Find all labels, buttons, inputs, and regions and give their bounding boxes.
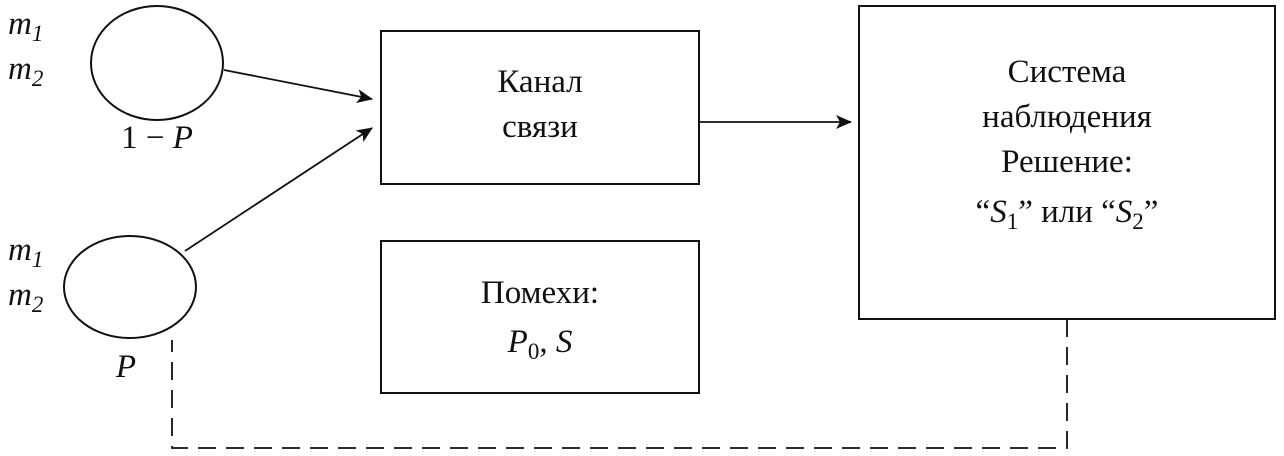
observer-box-line1: Система — [1008, 54, 1127, 90]
dashed-feedback-path — [171, 319, 1068, 449]
noise-box — [380, 240, 700, 394]
channel-box-line2: связи — [502, 109, 578, 145]
message-source-top-ellipse — [90, 5, 224, 121]
bottom-input-m1-label: m1 — [8, 232, 43, 272]
arrow-bottom-source-to-channel — [184, 127, 373, 252]
message-source-bottom-ellipse — [63, 235, 197, 339]
channel-box — [380, 30, 700, 185]
noise-box-params: P0, S — [507, 324, 573, 364]
top-input-m2-label: m2 — [8, 51, 43, 91]
observer-box-line2: наблюдения — [982, 99, 1152, 135]
top-input-m1-label: m1 — [8, 6, 43, 46]
bottom-input-m2-label: m2 — [8, 277, 43, 317]
channel-box-line1: Канал — [497, 64, 582, 100]
bottom-source-probability-label: P — [115, 349, 136, 385]
noise-box-title: Помехи: — [481, 275, 599, 311]
observer-box-decision: “S1” или “S2” — [976, 194, 1159, 234]
arrow-top-source-to-channel — [223, 69, 373, 103]
top-source-probability-label: 1 − P — [121, 120, 193, 156]
observer-box-line3: Решение: — [1001, 144, 1133, 180]
